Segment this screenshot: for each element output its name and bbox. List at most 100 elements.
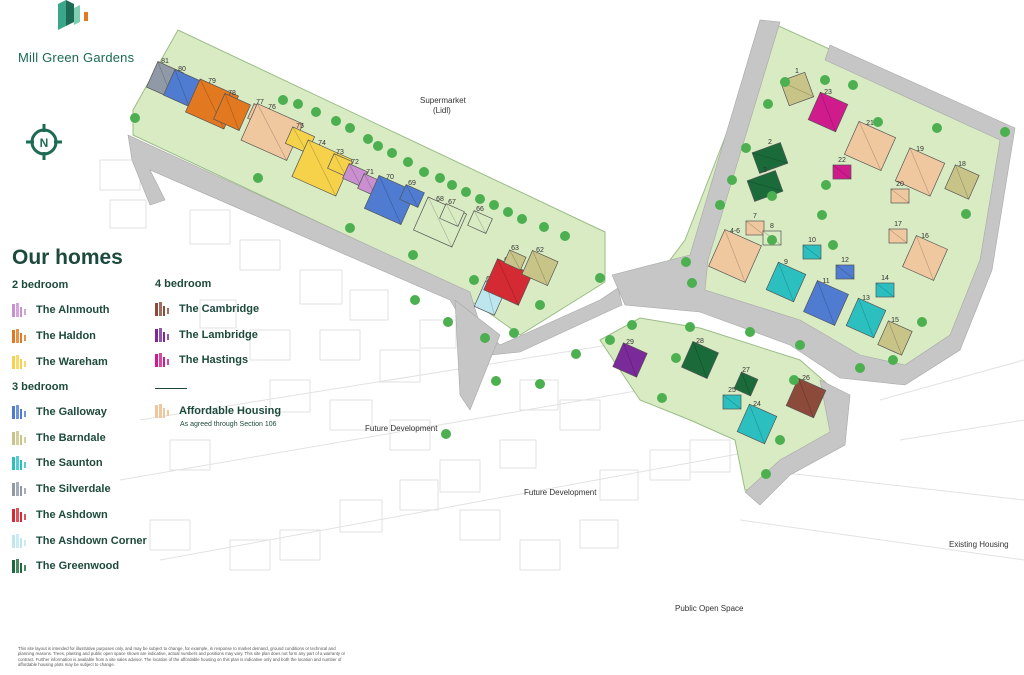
- plot-number: 77: [256, 99, 264, 106]
- plot-26[interactable]: [785, 377, 827, 419]
- plot-number: 3: [763, 167, 767, 174]
- plot-house-shape: [708, 229, 762, 283]
- plot-22[interactable]: [832, 164, 852, 180]
- legend-item-the-greenwood: The Greenwood: [12, 559, 119, 574]
- legend-item-label: Affordable Housing: [179, 405, 282, 417]
- plot-20[interactable]: [890, 188, 910, 204]
- plot-house-shape: [751, 142, 789, 174]
- legend-item-the-wareham: The Wareham: [12, 355, 108, 369]
- plot-number: 74: [318, 140, 326, 147]
- affordable-subtitle: As agreed through Section 106: [180, 421, 277, 428]
- roof-line: [333, 153, 347, 177]
- plot-74[interactable]: [291, 139, 353, 197]
- plot-number: 16: [921, 233, 929, 240]
- plot-house-shape: [681, 341, 719, 379]
- plot-house-shape: [521, 249, 559, 287]
- south-road: [744, 379, 851, 506]
- plot-67[interactable]: [439, 203, 465, 227]
- plot-number: 29: [626, 339, 634, 346]
- plot-27[interactable]: [733, 371, 759, 397]
- plot-17[interactable]: [888, 228, 908, 244]
- plot-number: 17: [894, 221, 902, 228]
- plot-28[interactable]: [681, 341, 719, 379]
- plot-11[interactable]: [803, 280, 849, 326]
- plot-19[interactable]: [894, 147, 946, 197]
- affordable-divider: [155, 388, 187, 389]
- plot-18[interactable]: [944, 164, 980, 200]
- plot-29[interactable]: [612, 342, 648, 378]
- plot-12[interactable]: [835, 264, 855, 280]
- plot-4-6[interactable]: [708, 229, 762, 283]
- plot-16[interactable]: [902, 235, 948, 281]
- plot-64[interactable]: [483, 258, 533, 306]
- plot-house-shape: [832, 164, 852, 180]
- plot-number: 80: [178, 66, 186, 73]
- plot-house-shape: [894, 147, 946, 197]
- connector-road: [454, 299, 501, 411]
- house-type-icon: [155, 353, 169, 368]
- plot-62[interactable]: [521, 249, 559, 287]
- plot-7[interactable]: [745, 220, 765, 236]
- plot-24[interactable]: [736, 403, 778, 445]
- roof-line: [741, 372, 751, 396]
- house-type-icon: [12, 355, 26, 369]
- plot-house-shape: [467, 210, 493, 234]
- brand-logo-icon: [58, 0, 88, 30]
- legend-group-4-bedroom: 4 bedroom: [155, 278, 212, 290]
- plot-number: 11: [822, 278, 829, 285]
- north-compass-icon: N: [26, 124, 62, 160]
- roof-line: [955, 164, 969, 200]
- legend-item-the-ashdown: The Ashdown: [12, 507, 108, 522]
- plot-number: 14: [881, 275, 889, 282]
- plot-number: 70: [386, 174, 394, 181]
- legend-item-the-ashdown-corner: The Ashdown Corner: [12, 533, 147, 548]
- house-type-icon: [155, 327, 169, 342]
- plot-house-shape: [363, 174, 417, 226]
- plot-number: 13: [862, 295, 870, 302]
- plot-number: 26: [802, 375, 810, 382]
- legend-item-label: The Lambridge: [179, 328, 258, 341]
- house-type-icon: [12, 482, 26, 497]
- legend-item-the-silverdale: The Silverdale: [12, 482, 111, 497]
- plot-10[interactable]: [802, 244, 822, 260]
- house-type-icon: [12, 533, 26, 548]
- legend-item-label: The Ashdown: [36, 508, 108, 521]
- plot-14[interactable]: [875, 282, 895, 298]
- plot-25[interactable]: [722, 394, 742, 410]
- house-type-icon: [12, 303, 26, 317]
- roof-line: [802, 244, 822, 260]
- plot-number: 73: [336, 149, 344, 156]
- legend-item-the-cambridge: The Cambridge: [155, 302, 259, 316]
- roof-line: [745, 220, 765, 236]
- plot-house-shape: [765, 261, 807, 303]
- plot-13[interactable]: [845, 297, 887, 339]
- house-type-icon: [155, 302, 169, 316]
- roof-line: [858, 298, 874, 338]
- plot-number: 81: [161, 58, 169, 65]
- plot-66[interactable]: [467, 210, 493, 234]
- roof-line: [916, 235, 934, 281]
- plot-house-shape: [802, 244, 822, 260]
- plot-63[interactable]: [503, 249, 527, 271]
- plot-2[interactable]: [751, 142, 789, 174]
- legend-item-label: The Galloway: [36, 406, 107, 418]
- plot-house-shape: [785, 377, 827, 419]
- roof-line: [778, 262, 794, 302]
- roof-line: [692, 341, 708, 379]
- roof-line: [405, 184, 419, 208]
- plot-number: 67: [448, 199, 456, 206]
- plot-9[interactable]: [765, 261, 807, 303]
- plot-78[interactable]: [213, 93, 251, 131]
- plot-number: 63: [511, 245, 519, 252]
- house-plots: 8180797877767574737271706968676665646362…: [146, 58, 980, 445]
- plot-23[interactable]: [807, 91, 849, 133]
- supermarket-sub-label: (Lidl): [433, 106, 451, 115]
- plot-21[interactable]: [843, 120, 897, 172]
- plot-number: 1: [795, 68, 799, 75]
- plot-80[interactable]: [163, 69, 201, 107]
- legend-item-the-haldon: The Haldon: [12, 329, 96, 343]
- plot-70[interactable]: [363, 174, 417, 226]
- plot-number: 79: [208, 78, 216, 85]
- plot-69[interactable]: [399, 184, 425, 208]
- plot-15[interactable]: [877, 320, 913, 356]
